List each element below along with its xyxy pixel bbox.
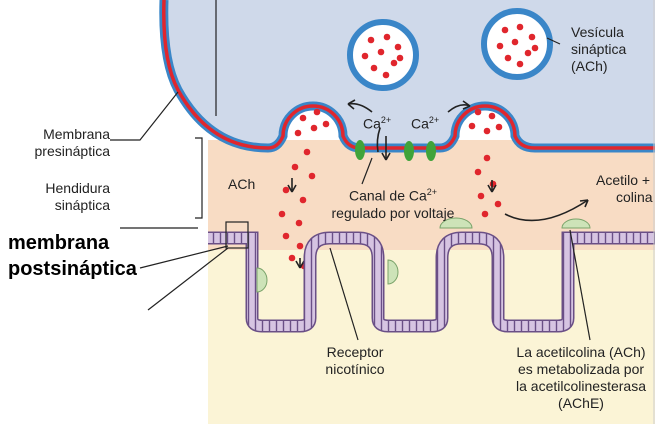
vesicle-free-1 [347, 19, 419, 91]
label-calcium-left: Ca2+ [363, 115, 392, 132]
presynaptic-membrane [159, 0, 655, 153]
label-acetylcholinesterase: La acetilcolina (ACh) es metabolizada po… [516, 344, 646, 411]
postsynaptic-membrane [208, 231, 655, 333]
docked-vesicle-contents [294, 108, 503, 137]
label-calcium-channel: Canal de Ca2+ regulado por voltaje [331, 187, 455, 221]
label-vesicle: Vesícula sináptica (ACh) [571, 24, 627, 74]
label-nicotinic-receptor: Receptor nicotínico [325, 344, 385, 377]
vesicle-free-2 [481, 8, 553, 80]
calcium-channels [355, 140, 436, 161]
label-calcium-right: Ca2+ [411, 115, 440, 132]
label-presynaptic-membrane: Membrana presináptica [34, 126, 111, 159]
zoom-box [225, 221, 249, 249]
label-ach: ACh [228, 176, 256, 192]
nicotinic-receptors [256, 217, 591, 293]
arrows [287, 99, 589, 269]
label-postsynaptic-membrane: membrana postsináptica [8, 232, 137, 280]
released-ach [278, 148, 502, 270]
label-acetyl-choline: Acetilo + colina [596, 172, 653, 205]
leader-lines [110, 0, 591, 341]
label-synaptic-cleft: Hendidura sináptica [45, 180, 110, 213]
